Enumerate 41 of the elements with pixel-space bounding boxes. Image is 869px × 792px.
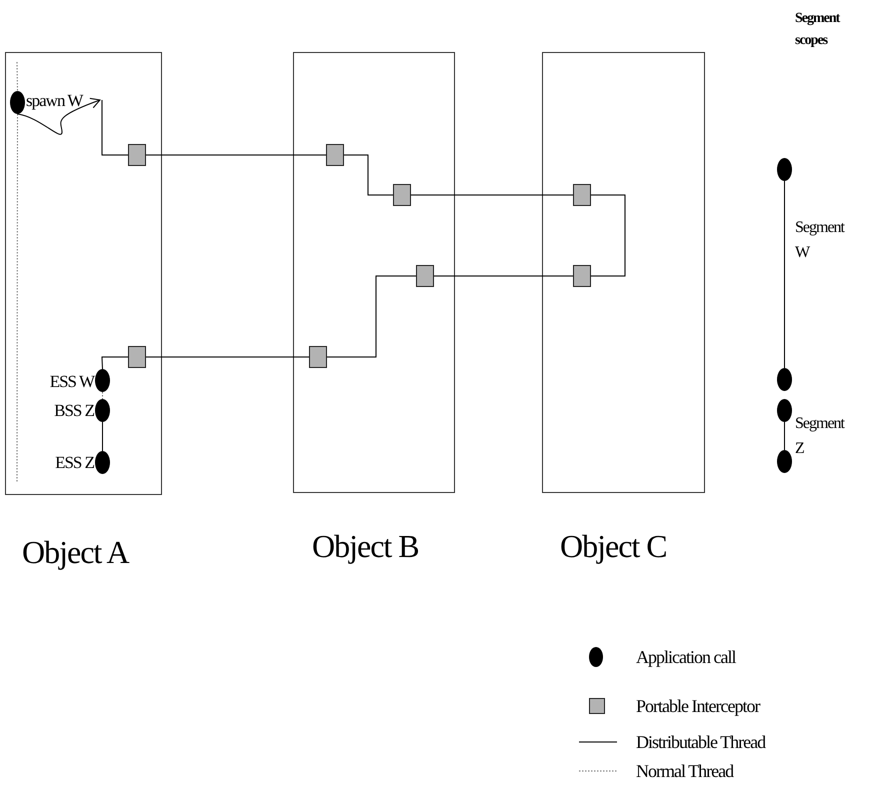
object-name: Object A: [22, 536, 129, 568]
call-label: ESS Z: [55, 454, 94, 471]
segment-dot: [777, 368, 792, 391]
interceptor-square: [309, 346, 327, 368]
thread-line: [102, 422, 103, 452]
segment-dot: [777, 450, 792, 473]
call-label: ESS W: [50, 373, 94, 390]
object-name: Object C: [560, 530, 667, 562]
interceptor-square: [128, 346, 146, 368]
segment-dot: [777, 399, 792, 422]
interceptor-square: [416, 265, 434, 287]
legend-label: Application call: [636, 648, 736, 666]
thread-line: [146, 356, 310, 358]
interceptor-square: [128, 144, 146, 166]
normal-thread-line: [102, 392, 103, 400]
thread-line: [146, 154, 326, 156]
legend-label: Distributable Thread: [636, 733, 766, 751]
thread-line: [784, 422, 785, 450]
segment-label: Segment W: [795, 218, 846, 263]
call-label: BSS Z: [54, 402, 94, 419]
thread-line: [101, 356, 128, 370]
thread-line: [590, 194, 626, 276]
object-name: Object B: [312, 530, 419, 562]
thread-line: [102, 100, 128, 156]
thread-line: [344, 154, 394, 196]
normal-thread-line: [16, 114, 18, 484]
legend-label: Normal Thread: [636, 762, 734, 780]
normal-thread-line: [16, 62, 18, 92]
thread-line: [784, 180, 785, 368]
interceptor-square: [573, 265, 591, 287]
segment-label: Segment Z: [795, 414, 846, 459]
interceptor-square: [573, 184, 591, 206]
thread-line: [410, 194, 574, 196]
segment-dot: [777, 158, 792, 181]
thread-line: [326, 276, 416, 358]
call-label: spawn W: [26, 92, 82, 109]
squiggle-arrow: [17, 98, 100, 135]
interceptor-square: [326, 144, 344, 166]
legend-label: Portable Interceptor: [636, 697, 760, 715]
interceptor-square: [393, 184, 411, 206]
heading: Segment scopes: [795, 10, 841, 50]
